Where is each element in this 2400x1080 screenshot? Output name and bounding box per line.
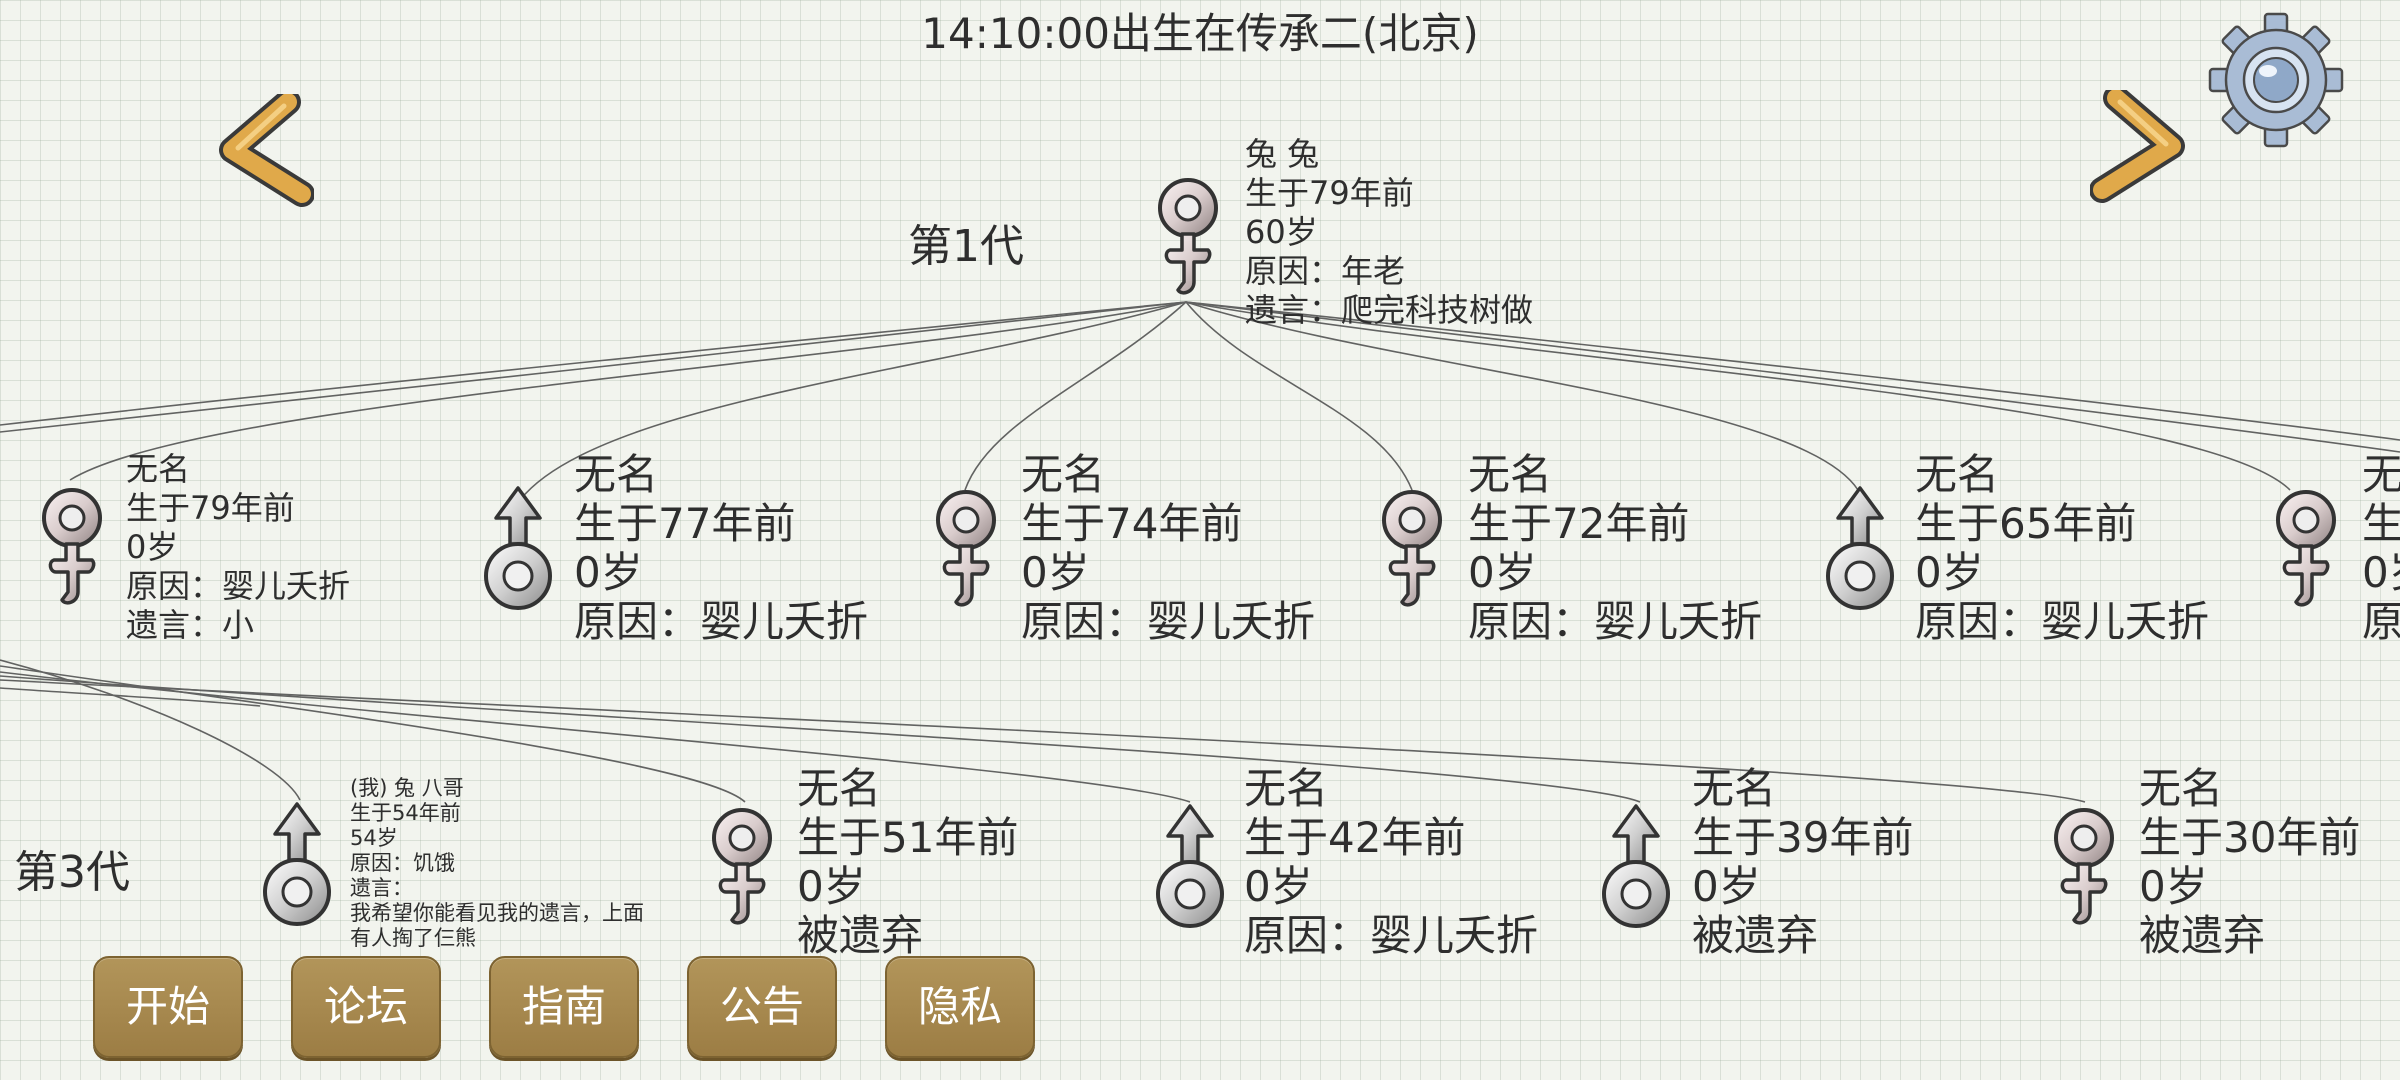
- person-age: 0岁: [797, 862, 866, 911]
- person-cause: 原因：年老: [1245, 252, 1406, 290]
- male-icon: [1596, 802, 1676, 932]
- male-icon: [478, 484, 558, 614]
- person-cause: 被遗弃: [2139, 911, 2266, 960]
- female-icon: [702, 802, 782, 932]
- female-icon: [926, 484, 1006, 614]
- person-age: 0岁: [1915, 548, 1984, 597]
- person-born: 生于79年前: [126, 489, 295, 527]
- male-icon: [1820, 484, 1900, 614]
- notice-button[interactable]: 公告: [687, 956, 837, 1058]
- forum-button[interactable]: 论坛: [291, 956, 441, 1058]
- person-name: 无名: [126, 450, 191, 488]
- person-will: 遗言：小: [126, 606, 255, 644]
- female-icon: [2266, 484, 2346, 614]
- person-name: 无名: [1915, 450, 2000, 499]
- person-will: 遗言：爬完科技树做: [1245, 291, 1534, 329]
- person-cause: 原因：婴儿夭折: [574, 597, 869, 646]
- start-button[interactable]: 开始: [93, 956, 243, 1058]
- person-name: 无名: [1244, 764, 1329, 813]
- person-will-text: 有人掏了仨熊: [350, 926, 476, 950]
- person-name: 无名: [2139, 764, 2224, 813]
- person-cause: 原因：婴儿夭折: [1468, 597, 1763, 646]
- person-age: 0岁: [1021, 548, 1090, 597]
- person-born: 生于39年前: [1692, 813, 1914, 862]
- person-born: 生: [2362, 499, 2400, 548]
- chevron-left-icon[interactable]: [218, 94, 314, 208]
- person-will-text: 我希望你能看见我的遗言，上面: [350, 901, 644, 925]
- person-age: 0岁: [126, 528, 179, 566]
- person-born: 生于42年前: [1244, 813, 1466, 862]
- person-born: 生于30年前: [2139, 813, 2361, 862]
- person-age: 0岁: [2139, 862, 2208, 911]
- person-cause: 原因：婴儿夭折: [1915, 597, 2210, 646]
- person-age: 0岁: [1692, 862, 1761, 911]
- person-name: 无名: [1021, 450, 1106, 499]
- person-born: 生于54年前: [350, 801, 461, 825]
- female-icon: [1148, 172, 1228, 302]
- person-born: 生于72年前: [1468, 499, 1690, 548]
- person-age: 0岁: [1244, 862, 1313, 911]
- person-cause: 原因：婴儿夭折: [1244, 911, 1539, 960]
- person-name: 无名: [797, 764, 882, 813]
- female-icon: [2044, 802, 2124, 932]
- male-icon: [257, 800, 337, 930]
- male-icon: [1150, 802, 1230, 932]
- person-cause: 原: [2362, 597, 2400, 646]
- chevron-right-icon[interactable]: [2090, 90, 2186, 204]
- person-age: 0岁: [2362, 548, 2400, 597]
- person-cause: 原因：婴儿夭折: [1021, 597, 1316, 646]
- generation-1-label: 第1代: [908, 221, 1024, 272]
- person-name: 无: [2362, 450, 2400, 499]
- female-icon: [32, 482, 112, 612]
- person-name: 无名: [1468, 450, 1553, 499]
- person-name: 无名: [574, 450, 659, 499]
- person-age: 54岁: [350, 826, 398, 850]
- person-age: 0岁: [1468, 548, 1537, 597]
- person-name: 兔 兔: [1245, 135, 1320, 173]
- privacy-button[interactable]: 隐私: [885, 956, 1035, 1058]
- gear-icon[interactable]: [2208, 12, 2344, 148]
- person-born: 生于79年前: [1245, 174, 1414, 212]
- person-age: 60岁: [1245, 213, 1318, 251]
- person-cause: 原因：婴儿夭折: [126, 567, 351, 605]
- person-born: 生于74年前: [1021, 499, 1243, 548]
- generation-3-label: 第3代: [14, 847, 130, 898]
- person-cause: 被遗弃: [797, 911, 924, 960]
- person-age: 0岁: [574, 548, 643, 597]
- birth-info-line: 14:10:00出生在传承二(北京): [921, 9, 1479, 58]
- person-name: (我) 兔 八哥: [350, 776, 464, 800]
- person-will: 遗言：: [350, 876, 413, 900]
- person-born: 生于65年前: [1915, 499, 2137, 548]
- person-cause: 原因：饥饿: [350, 851, 455, 875]
- person-name: 无名: [1692, 764, 1777, 813]
- person-cause: 被遗弃: [1692, 911, 1819, 960]
- person-born: 生于51年前: [797, 813, 1019, 862]
- guide-button[interactable]: 指南: [489, 956, 639, 1058]
- female-icon: [1372, 484, 1452, 614]
- person-born: 生于77年前: [574, 499, 796, 548]
